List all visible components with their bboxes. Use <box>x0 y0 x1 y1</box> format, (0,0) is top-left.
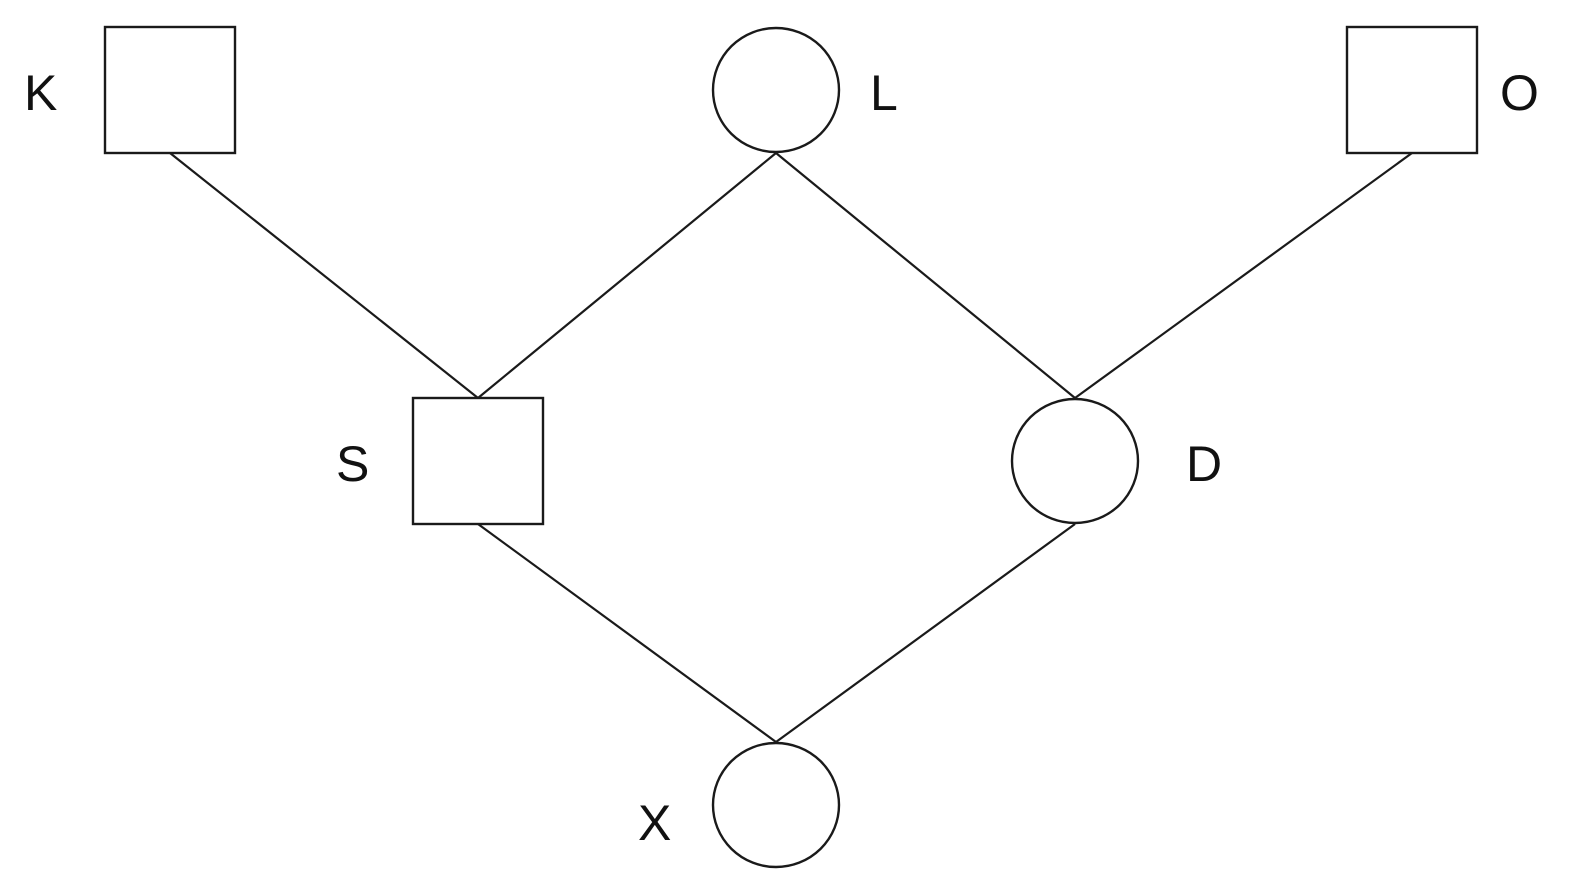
edge-o-d <box>1074 152 1413 399</box>
node-label-l: L <box>870 65 898 121</box>
female-circle-x <box>711 741 841 869</box>
node-x: X <box>638 741 841 869</box>
node-label-x: X <box>638 795 671 851</box>
female-circle-l <box>711 26 841 154</box>
edge-layer <box>169 152 1413 743</box>
male-square-o <box>1345 25 1479 155</box>
node-d: D <box>1010 397 1222 525</box>
male-square-k <box>103 25 237 155</box>
node-label-s: S <box>336 436 369 492</box>
edge-k-s <box>169 152 479 399</box>
node-s: S <box>336 396 545 526</box>
node-layer: K L O S D X <box>24 25 1539 869</box>
edge-s-x <box>477 523 777 743</box>
node-label-d: D <box>1186 436 1222 492</box>
node-k: K <box>24 25 237 155</box>
female-circle-d <box>1010 397 1140 525</box>
node-label-k: K <box>24 65 57 121</box>
edge-l-s <box>477 152 777 399</box>
node-label-o: O <box>1500 65 1539 121</box>
male-square-s <box>411 396 545 526</box>
node-l: L <box>711 26 898 154</box>
edge-d-x <box>775 523 1076 743</box>
edge-l-d <box>775 152 1076 399</box>
node-o: O <box>1345 25 1539 155</box>
